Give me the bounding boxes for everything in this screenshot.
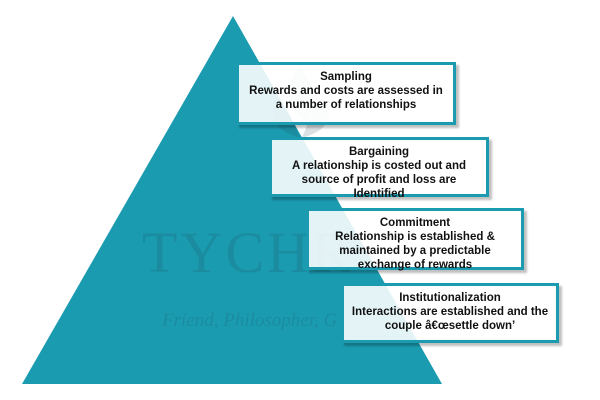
step-description-bargaining: A relationship is costed out and source … (291, 160, 466, 200)
step-box-institutionalization: Institutionalization Interactions are es… (341, 283, 559, 343)
step-title-sampling: Sampling (320, 71, 372, 83)
step-box-bargaining: Bargaining A relationship is costed out … (269, 137, 489, 200)
step-title-institutionalization: Institutionalization (399, 292, 501, 304)
step-title-commitment: Commitment (379, 217, 451, 229)
step-description-institutionalization: Interactions are established and the cou… (351, 306, 549, 332)
step-box-sampling: Sampling Rewards and costs are assessed … (236, 62, 456, 125)
pyramid-triangle (22, 16, 442, 384)
step-box-commitment: Commitment Relationship is established &… (306, 208, 524, 271)
watermark-tagline: Friend, Philosopher, G (162, 310, 338, 331)
step-title-bargaining: Bargaining (348, 146, 410, 158)
step-description-commitment: Relationship is established & maintained… (335, 231, 495, 271)
step-description-sampling: Rewards and costs are assessed in a numb… (249, 85, 443, 111)
